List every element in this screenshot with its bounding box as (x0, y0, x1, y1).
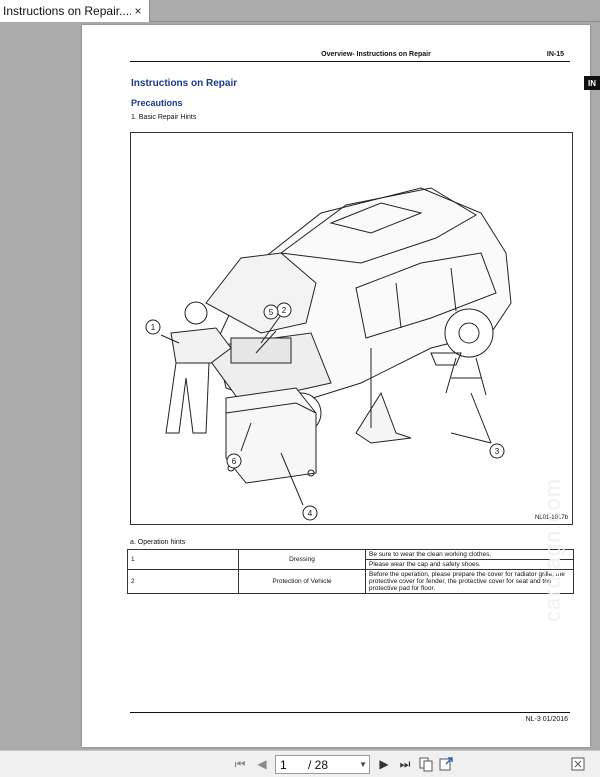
document-viewport[interactable]: Overview- Instructions on Repair IN-15 I… (0, 22, 600, 750)
page-title: Instructions on Repair (131, 78, 238, 89)
callout-4: 4 (308, 509, 313, 518)
header-divider (130, 61, 570, 62)
page-subtitle: Precautions (131, 98, 183, 108)
tab-bar: Instructions on Repair.... × (0, 0, 600, 22)
figure-code: NL01-1017b (534, 515, 568, 521)
chevron-down-icon[interactable]: ▼ (359, 760, 367, 769)
section-badge: IN (584, 76, 600, 90)
previous-page-icon[interactable]: ◀ (257, 757, 267, 771)
fit-page-icon[interactable] (570, 756, 586, 772)
row-item: Protection of Vehicle (238, 569, 366, 594)
table-row: 2 Protection of Vehicle Before the opera… (127, 569, 574, 594)
car-illustration: 1 2 3 4 5 6 (145, 187, 512, 521)
tab-document[interactable]: Instructions on Repair.... × (0, 0, 150, 22)
page-number-field[interactable]: / 28 ▼ (275, 755, 370, 774)
navigation-toolbar: ⏮ ◀ / 28 ▼ ▶ ⏭ (0, 750, 600, 777)
pdf-page: Overview- Instructions on Repair IN-15 I… (82, 25, 590, 747)
callout-6: 6 (232, 457, 237, 466)
footer-code: NL-3 01/2016 (525, 716, 568, 723)
repair-illustration: 1 2 3 4 5 6 NL01-1017b (130, 132, 573, 525)
page-total: / 28 (308, 757, 329, 772)
close-icon[interactable]: × (134, 4, 142, 18)
page-copy-icon[interactable] (418, 756, 434, 772)
next-page-icon[interactable]: ▶ (379, 757, 389, 771)
section-heading: 1. Basic Repair Hints (131, 114, 197, 121)
operation-caption: a. Operation hints (130, 539, 186, 546)
page-header-number: IN-15 (546, 51, 564, 58)
callout-3: 3 (495, 447, 500, 456)
callout-5: 5 (269, 308, 274, 317)
row-detail: Before the operation, please prepare the… (365, 569, 574, 594)
page-header-title: Overview- Instructions on Repair (321, 51, 431, 58)
watermark: cardiagn.com (540, 477, 565, 622)
row-item: Dressing (238, 549, 366, 570)
footer-divider (130, 712, 570, 713)
page-export-icon[interactable] (438, 756, 454, 772)
callout-1: 1 (151, 323, 156, 332)
callout-2: 2 (282, 306, 287, 315)
last-page-icon[interactable]: ⏭ (399, 757, 411, 771)
page-input[interactable] (276, 757, 306, 772)
first-page-icon[interactable]: ⏮ (234, 757, 246, 771)
hints-table: 1 Dressing Be sure to wear the clean wor… (127, 549, 574, 594)
table-row: 1 Dressing Be sure to wear the clean wor… (127, 549, 574, 570)
row-number: 2 (127, 569, 239, 594)
row-number: 1 (127, 549, 239, 570)
tab-title: Instructions on Repair.... (3, 4, 131, 18)
